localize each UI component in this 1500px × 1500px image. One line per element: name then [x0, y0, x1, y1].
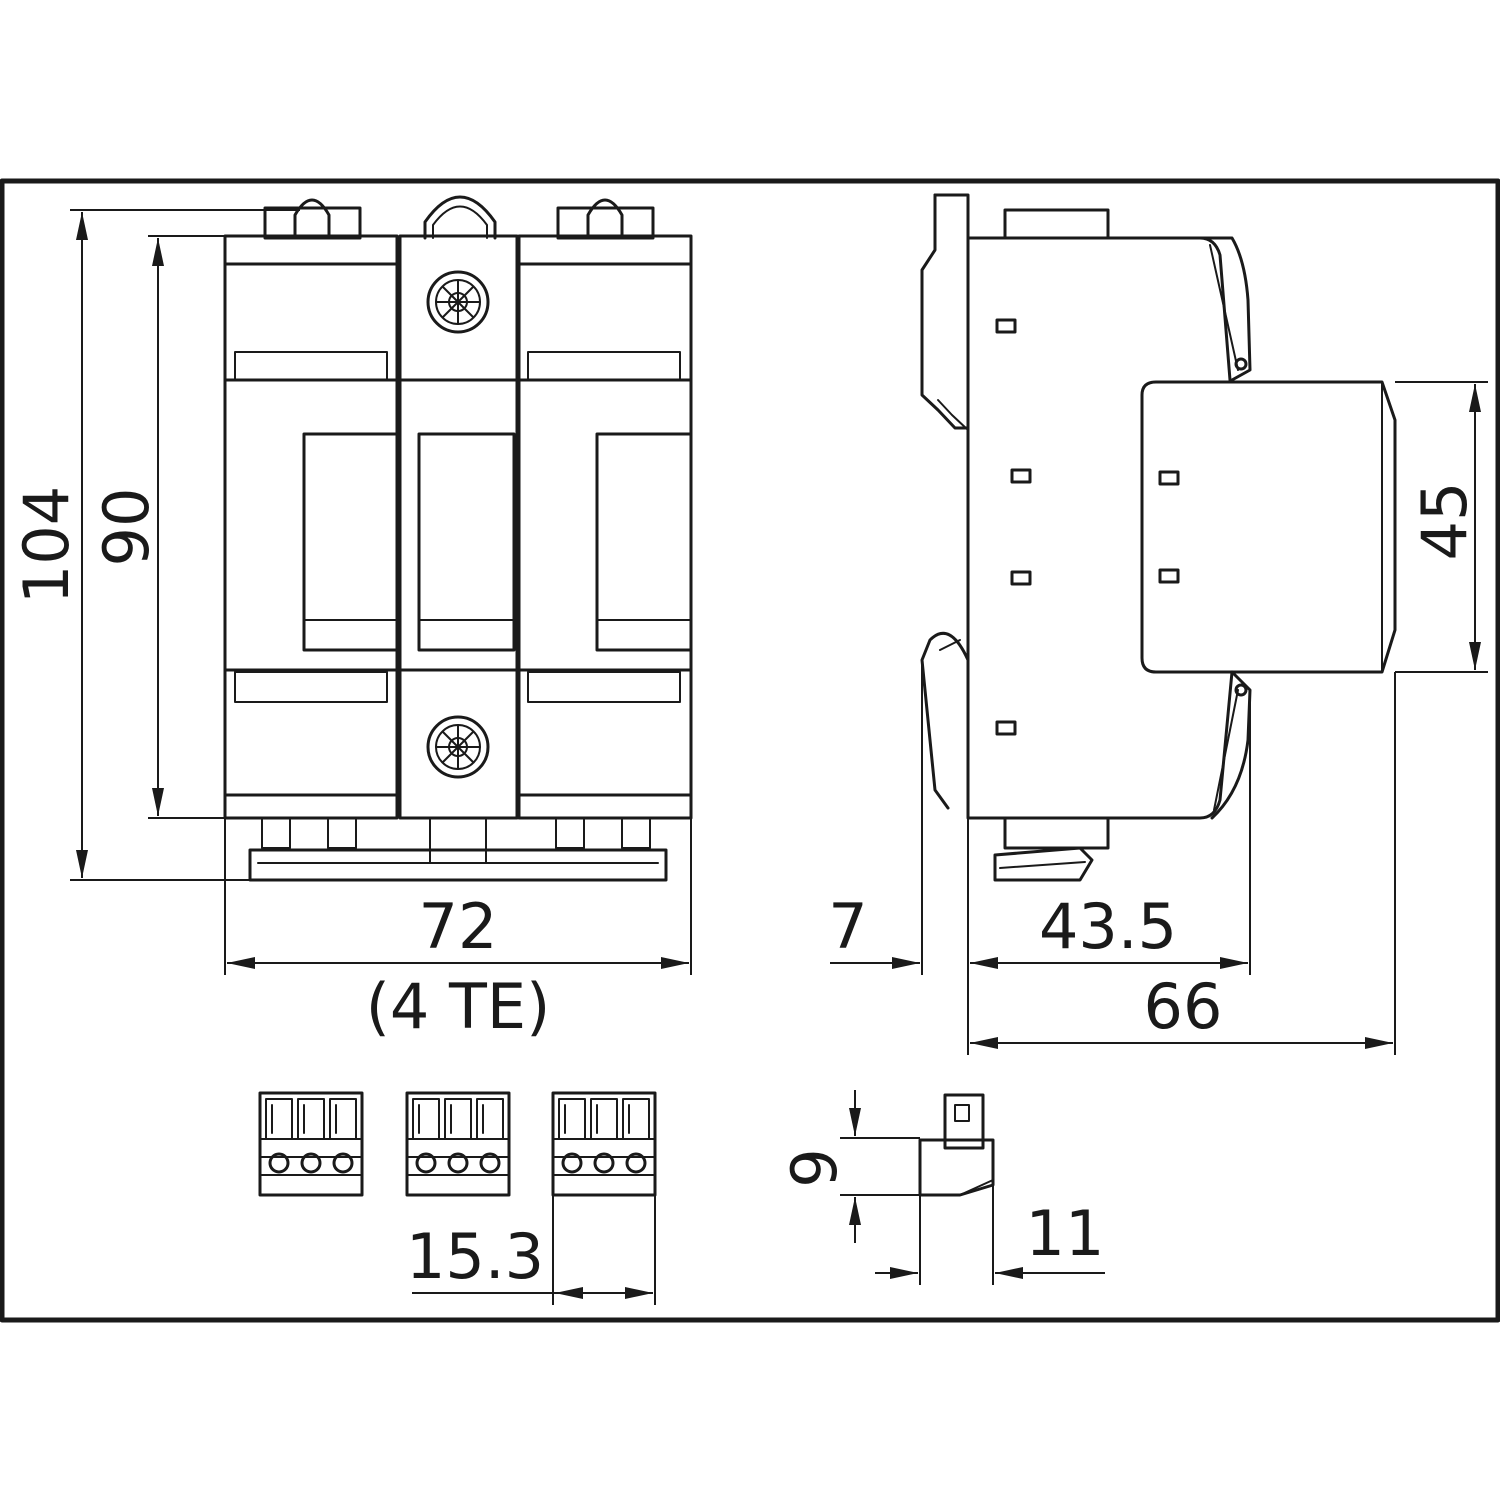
side-view [920, 193, 1397, 882]
dim-height-total: 104 [10, 209, 300, 881]
front-view [223, 195, 693, 882]
label-rail-offset: 7 [828, 890, 867, 963]
label-detail-width: 11 [1026, 1197, 1105, 1270]
label-detail-height: 9 [778, 1148, 851, 1187]
dim-detail-height: 9 [778, 1090, 920, 1243]
terminal-blocks [258, 1091, 657, 1197]
dim-height-body: 90 [90, 235, 225, 819]
dim-module-depth: 45 [1395, 381, 1488, 673]
terminal-block [258, 1091, 364, 1197]
label-width-note: (4 TE) [366, 970, 551, 1043]
label-height-body: 90 [90, 488, 163, 567]
label-height-total: 104 [10, 486, 83, 604]
dim-rail-offset: 7 [828, 660, 998, 1055]
label-terminal-pitch: 15.3 [406, 1220, 544, 1293]
terminal-block [405, 1091, 511, 1197]
dim-terminal-pitch: 15.3 [406, 1195, 656, 1305]
dim-depth-total: 66 [970, 672, 1396, 1055]
label-depth-to-front: 43.5 [1039, 890, 1177, 963]
label-module-depth: 45 [1408, 482, 1481, 561]
detail-part [918, 1093, 995, 1197]
drawing-frame [0, 178, 1500, 1323]
dim-width: 72 (4 TE) [224, 818, 692, 1043]
dim-detail-width: 11 [875, 1185, 1105, 1285]
dim-depth-to-front: 43.5 [970, 700, 1251, 975]
terminal-block [551, 1091, 657, 1197]
label-depth-total: 66 [1144, 970, 1223, 1043]
label-width: 72 [419, 890, 498, 963]
